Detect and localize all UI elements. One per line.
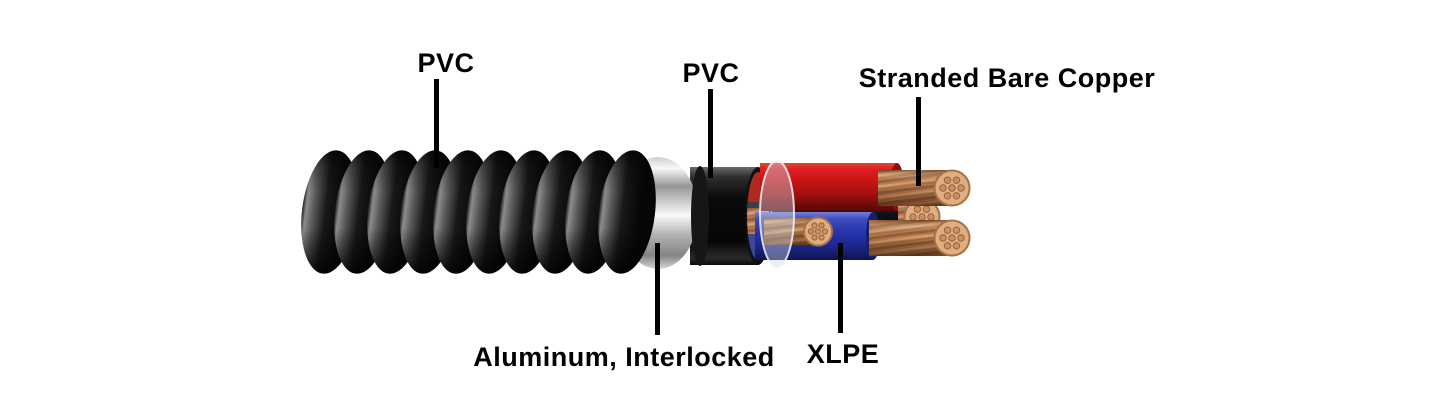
pointer-line-pvc-inner: [708, 89, 713, 178]
label-stranded-bare-copper: Stranded Bare Copper: [858, 63, 1156, 93]
pointer-line-xlpe: [838, 243, 843, 333]
armor-jacket-seam: [691, 166, 709, 266]
outer-pvc-jacket: [296, 147, 660, 277]
label-aluminum-interlocked: Aluminum, Interlocked: [473, 342, 775, 372]
pointer-line-aluminum-interlocked: [655, 243, 660, 335]
label-pvc-outer: PVC: [417, 48, 475, 78]
label-xlpe: XLPE: [806, 339, 880, 369]
pointer-line-pvc-outer: [434, 79, 439, 168]
label-pvc-inner: PVC: [682, 58, 740, 88]
copper-strands-top: [878, 169, 971, 207]
copper-strands-bottom: [869, 219, 971, 257]
pointer-line-stranded-bare-copper: [916, 97, 921, 186]
binder-wrap: [759, 160, 795, 268]
